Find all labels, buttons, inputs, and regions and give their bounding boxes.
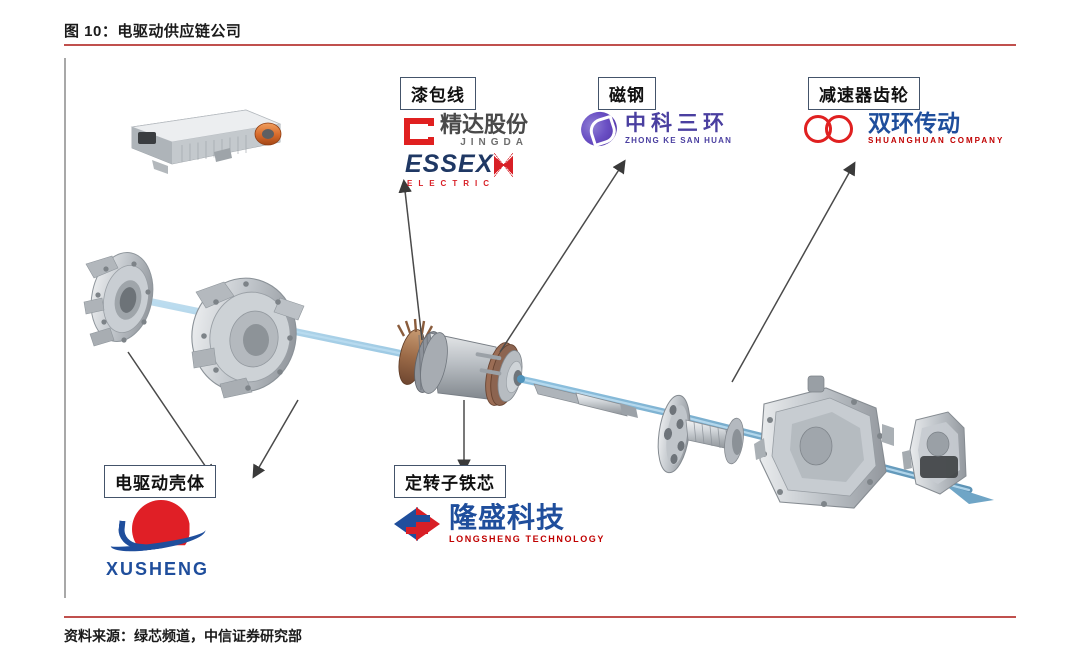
jingda-cn-name: 精达股份 [440, 112, 529, 137]
jingda-en-name: JINGDA [460, 137, 529, 148]
longsheng-cn-name: 隆盛科技 [449, 502, 566, 533]
reducer-gearbox-housing [754, 375, 894, 509]
intermediate-shaft [533, 383, 638, 418]
shuanghuan-cn-name: 双环传动 [868, 110, 960, 136]
callout-magnetic-steel[interactable]: 磁钢 [598, 77, 656, 110]
longsheng-en-name: LONGSHENG TECHNOLOGY [449, 534, 606, 544]
stator-rotor-assembly [396, 318, 525, 406]
essex-wordmark: ESSEX [405, 150, 494, 178]
title-divider [64, 44, 1016, 46]
motor-housing-shell [191, 277, 305, 399]
drive-end-housing-left [83, 252, 154, 347]
callout-reducer-gear[interactable]: 减速器齿轮 [808, 77, 920, 110]
arrow-to-magnetic-steel [499, 159, 626, 353]
callout-enameled-wire[interactable]: 漆包线 [400, 77, 476, 110]
powertrain-exploded-view [83, 109, 994, 509]
arrow-to-reducer-gear [731, 161, 856, 383]
leader-arrows [127, 159, 856, 479]
logo-zhongke-sanhuan: 中科三环 ZHONG KE SAN HUAN [576, 107, 733, 151]
logo-jingda: 精达股份 JINGDA [404, 114, 528, 148]
logo-longsheng: 隆盛科技 LONGSHENG TECHNOLOGY [394, 504, 605, 544]
zhongke-cn-name: 中科三环 [625, 112, 729, 135]
logo-xusheng: XUSHENG [106, 500, 209, 578]
longsheng-mark [394, 505, 440, 543]
callout-stator-rotor-core[interactable]: 定转子铁芯 [394, 465, 506, 498]
logo-shuanghuan: 双环传动 SHUANGHUAN COMPANY [804, 112, 1004, 145]
output-end-unit [902, 411, 967, 495]
source-note: 资料来源：绿芯频道，中信证券研究部 [64, 628, 302, 644]
shuanghuan-rings-mark [804, 114, 860, 143]
jingda-mark [404, 117, 434, 145]
motor-controller-unit [130, 109, 282, 174]
gear-flange-disc [657, 394, 744, 474]
xusheng-en-name: XUSHENG [106, 559, 210, 579]
figure-left-border [64, 58, 66, 598]
page-title: 图 10：电驱动供应链公司 [64, 23, 242, 40]
essex-tagline: ELECTRIC [407, 179, 495, 188]
callout-motor-housing[interactable]: 电驱动壳体 [104, 465, 216, 498]
zhongke-mark [576, 107, 622, 151]
zhongke-en-name: ZHONG KE SAN HUAN [625, 136, 733, 145]
essex-x-mark [494, 152, 514, 177]
arrow-to-housing-left [127, 351, 214, 479]
source-divider [64, 616, 1016, 618]
logo-essex: ESSEX ELECTRIC [405, 150, 514, 188]
arrow-to-housing-right [252, 399, 299, 479]
arrow-to-enameled-wire [398, 179, 423, 341]
figure-canvas: 漆包线 磁钢 减速器齿轮 电驱动壳体 定转子铁芯 精达股份 JINGDA ESS… [64, 52, 1016, 608]
xusheng-mark [108, 500, 207, 558]
shuanghuan-en-name: SHUANGHUAN COMPANY [868, 136, 1005, 145]
